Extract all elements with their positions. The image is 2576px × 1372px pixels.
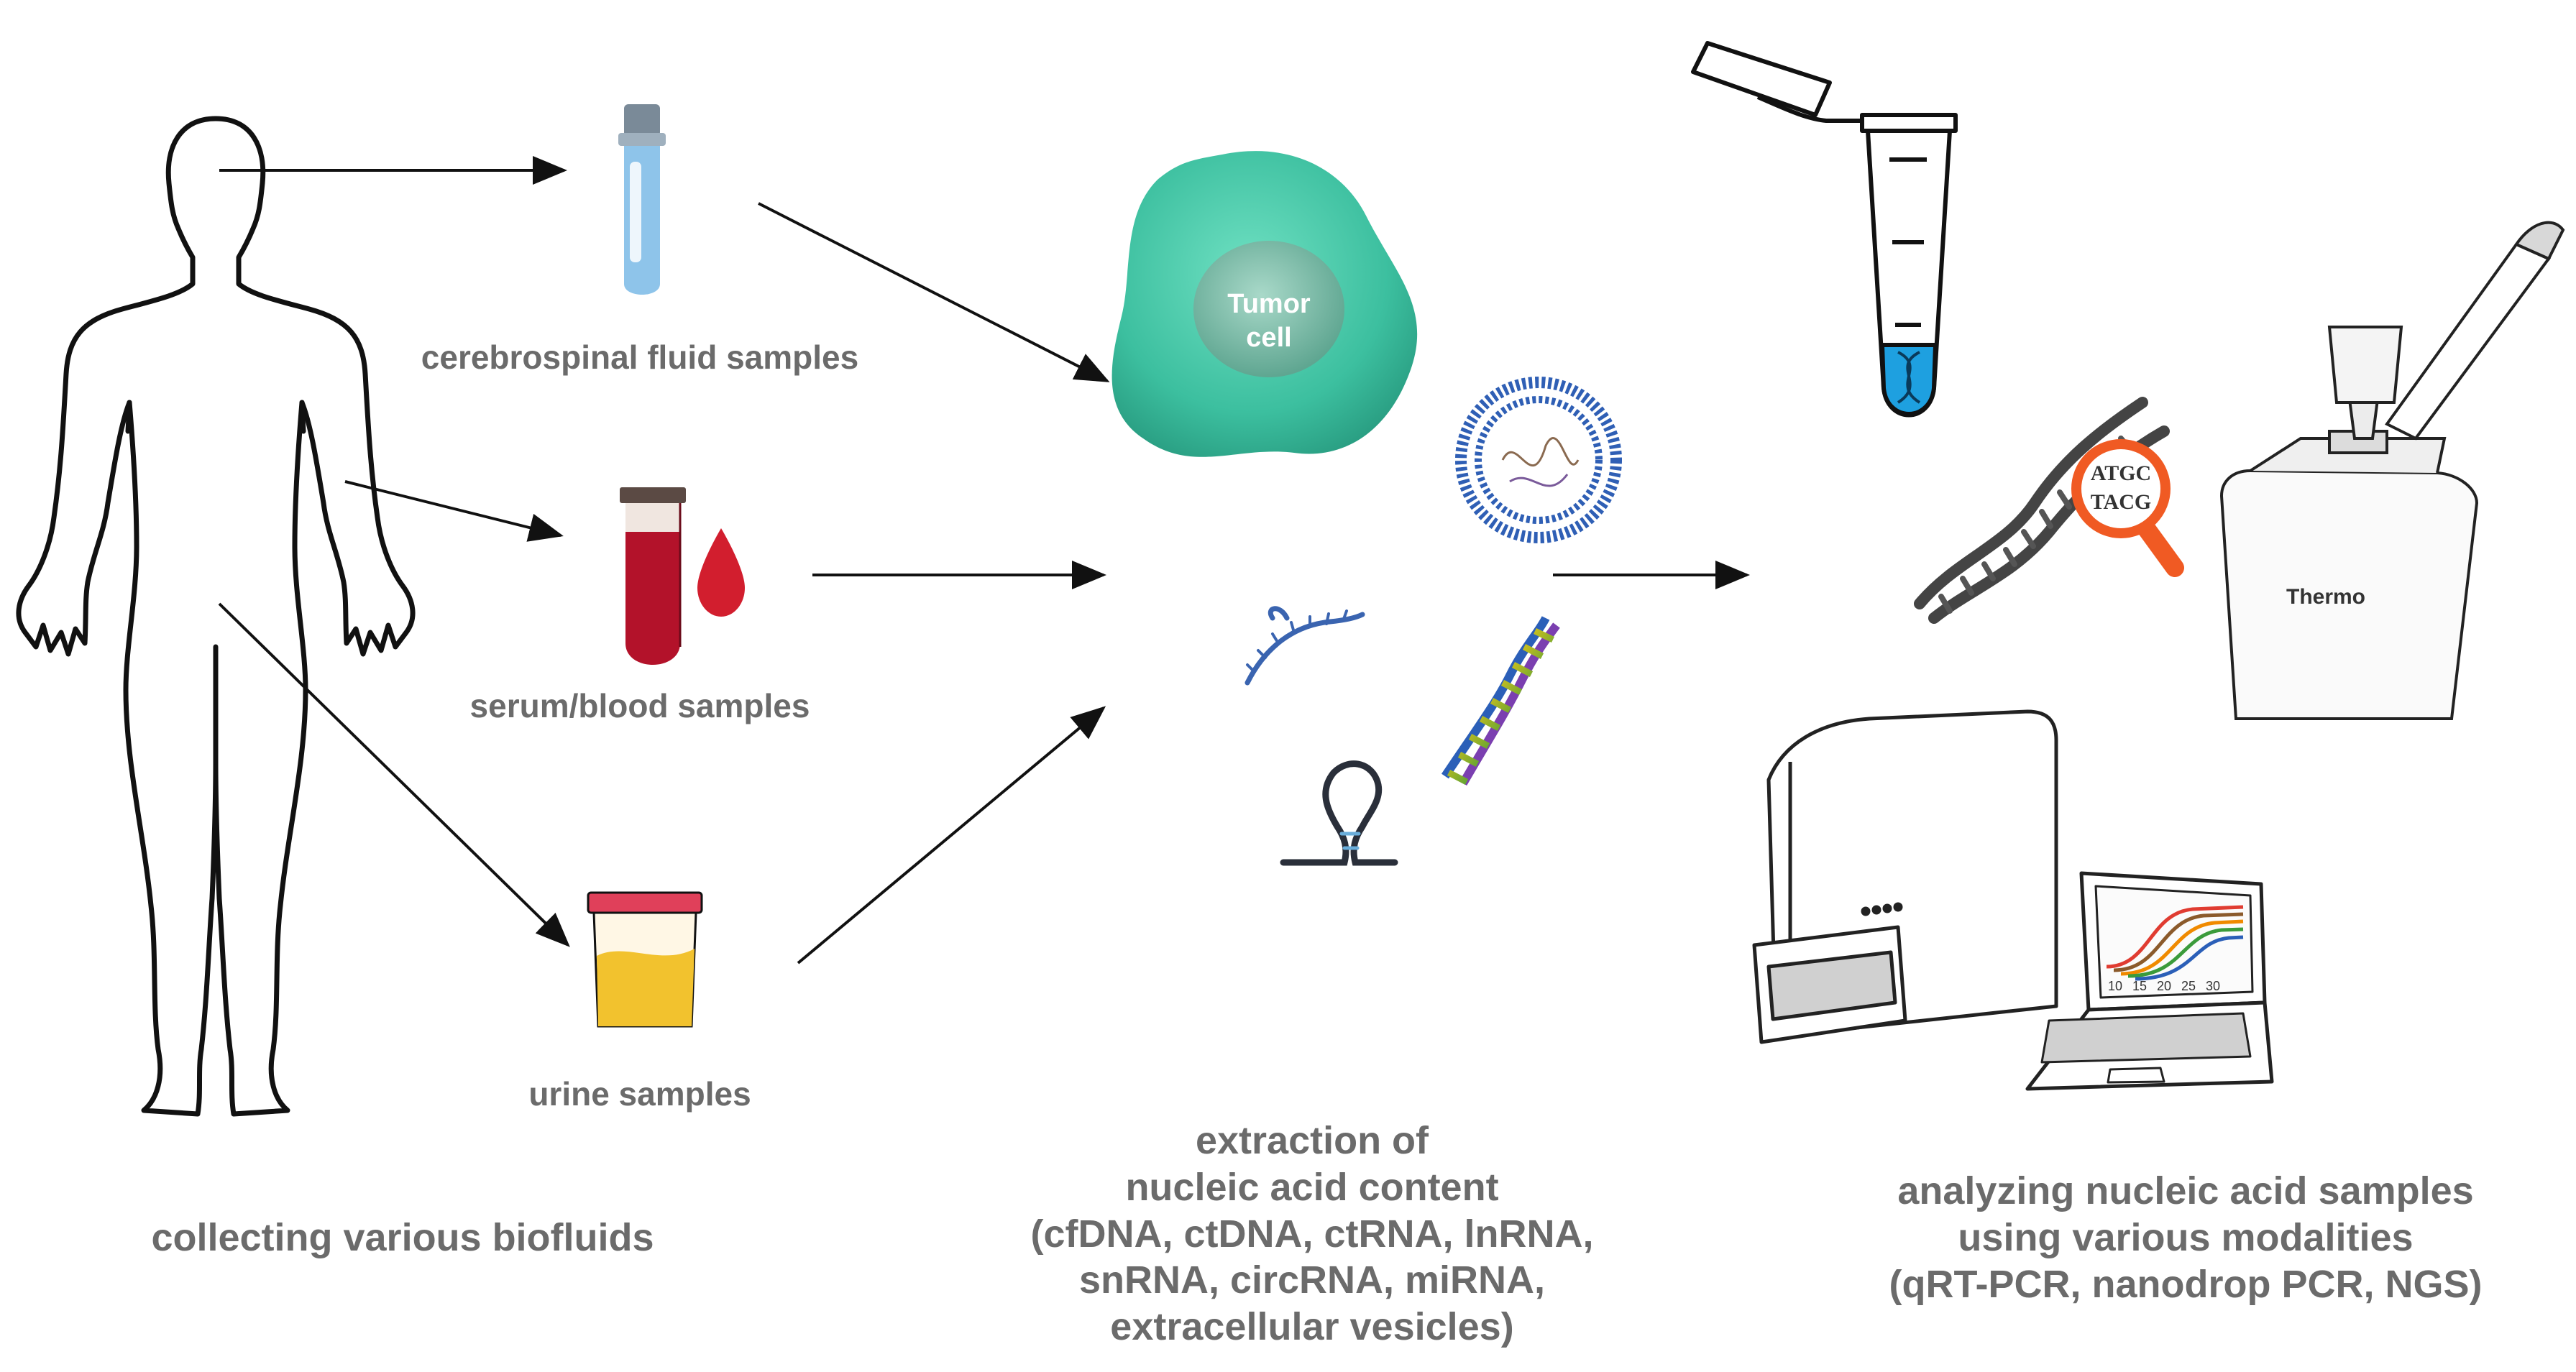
- extracellular-vesicle-icon: [1455, 377, 1622, 543]
- rna-helix-icon: [1441, 616, 1560, 786]
- magnifier-sequence-top: ATGC: [2091, 461, 2151, 485]
- stage2-caption-line: extracellular vesicles): [1110, 1305, 1514, 1349]
- rna-hairpin-icon: [1280, 760, 1398, 866]
- stage2-caption: extraction of nucleic acid content (cfDN…: [935, 1118, 1690, 1350]
- tumor-cell-icon: Tumor cell: [1111, 151, 1418, 457]
- arrows: [218, 156, 1750, 964]
- human-body-icon: [16, 116, 416, 1117]
- stage2-caption-line: extraction of: [1195, 1119, 1429, 1162]
- urine-samples-label: urine samples: [528, 1075, 751, 1113]
- plot-tick: 25: [2181, 979, 2196, 993]
- arrow-body-to-urine: [218, 602, 570, 947]
- stage1-caption: collecting various biofluids: [151, 1216, 654, 1259]
- stage3-caption-line: using various modalities: [1958, 1215, 2414, 1259]
- urine-cup-icon: [587, 891, 703, 1028]
- nanodrop-instrument-icon: Thermo: [2219, 221, 2565, 720]
- magnifier-sequence-bottom: TACG: [2091, 490, 2151, 514]
- stage2-caption-line: (cfDNA, ctDNA, ctRNA, lnRNA,: [1030, 1212, 1594, 1256]
- amplification-plot: 10 15 20 25 30: [2106, 905, 2244, 993]
- arrow-urine-to-extraction: [797, 706, 1106, 964]
- tumor-cell-label-line2: cell: [1246, 323, 1291, 353]
- stage3-caption: analyzing nucleic acid samples using var…: [1819, 1168, 2552, 1307]
- stage2-caption-line: nucleic acid content: [1125, 1165, 1499, 1209]
- nanodrop-brand: Thermo: [2286, 585, 2365, 609]
- stage3-caption-line: (qRT-PCR, nanodrop PCR, NGS): [1889, 1262, 2483, 1306]
- plot-tick: 30: [2206, 979, 2220, 993]
- tumor-cell-label-line1: Tumor: [1227, 289, 1311, 319]
- csf-samples-label: cerebrospinal fluid samples: [421, 339, 859, 376]
- blood-tube-icon: [620, 487, 686, 665]
- plot-tick: 10: [2108, 979, 2122, 993]
- arrow-csf-to-extraction: [758, 202, 1110, 382]
- csf-tube-icon: [618, 104, 666, 295]
- blood-samples-label: serum/blood samples: [469, 687, 810, 724]
- qpcr-machine-icon: [1752, 709, 2058, 1044]
- magnifier-icon: ATGC TACG: [2071, 439, 2184, 577]
- blood-drop-icon: [697, 528, 745, 617]
- plot-tick: 20: [2157, 979, 2171, 993]
- plot-tick: 15: [2132, 979, 2147, 993]
- arrow-body-to-blood: [344, 480, 564, 542]
- stage3-caption-line: analyzing nucleic acid samples: [1897, 1169, 2474, 1212]
- stage2-caption-line: snRNA, circRNA, miRNA,: [1078, 1258, 1546, 1302]
- mirna-strand-icon: [1245, 606, 1365, 686]
- eppendorf-tube-icon: [1691, 41, 1958, 418]
